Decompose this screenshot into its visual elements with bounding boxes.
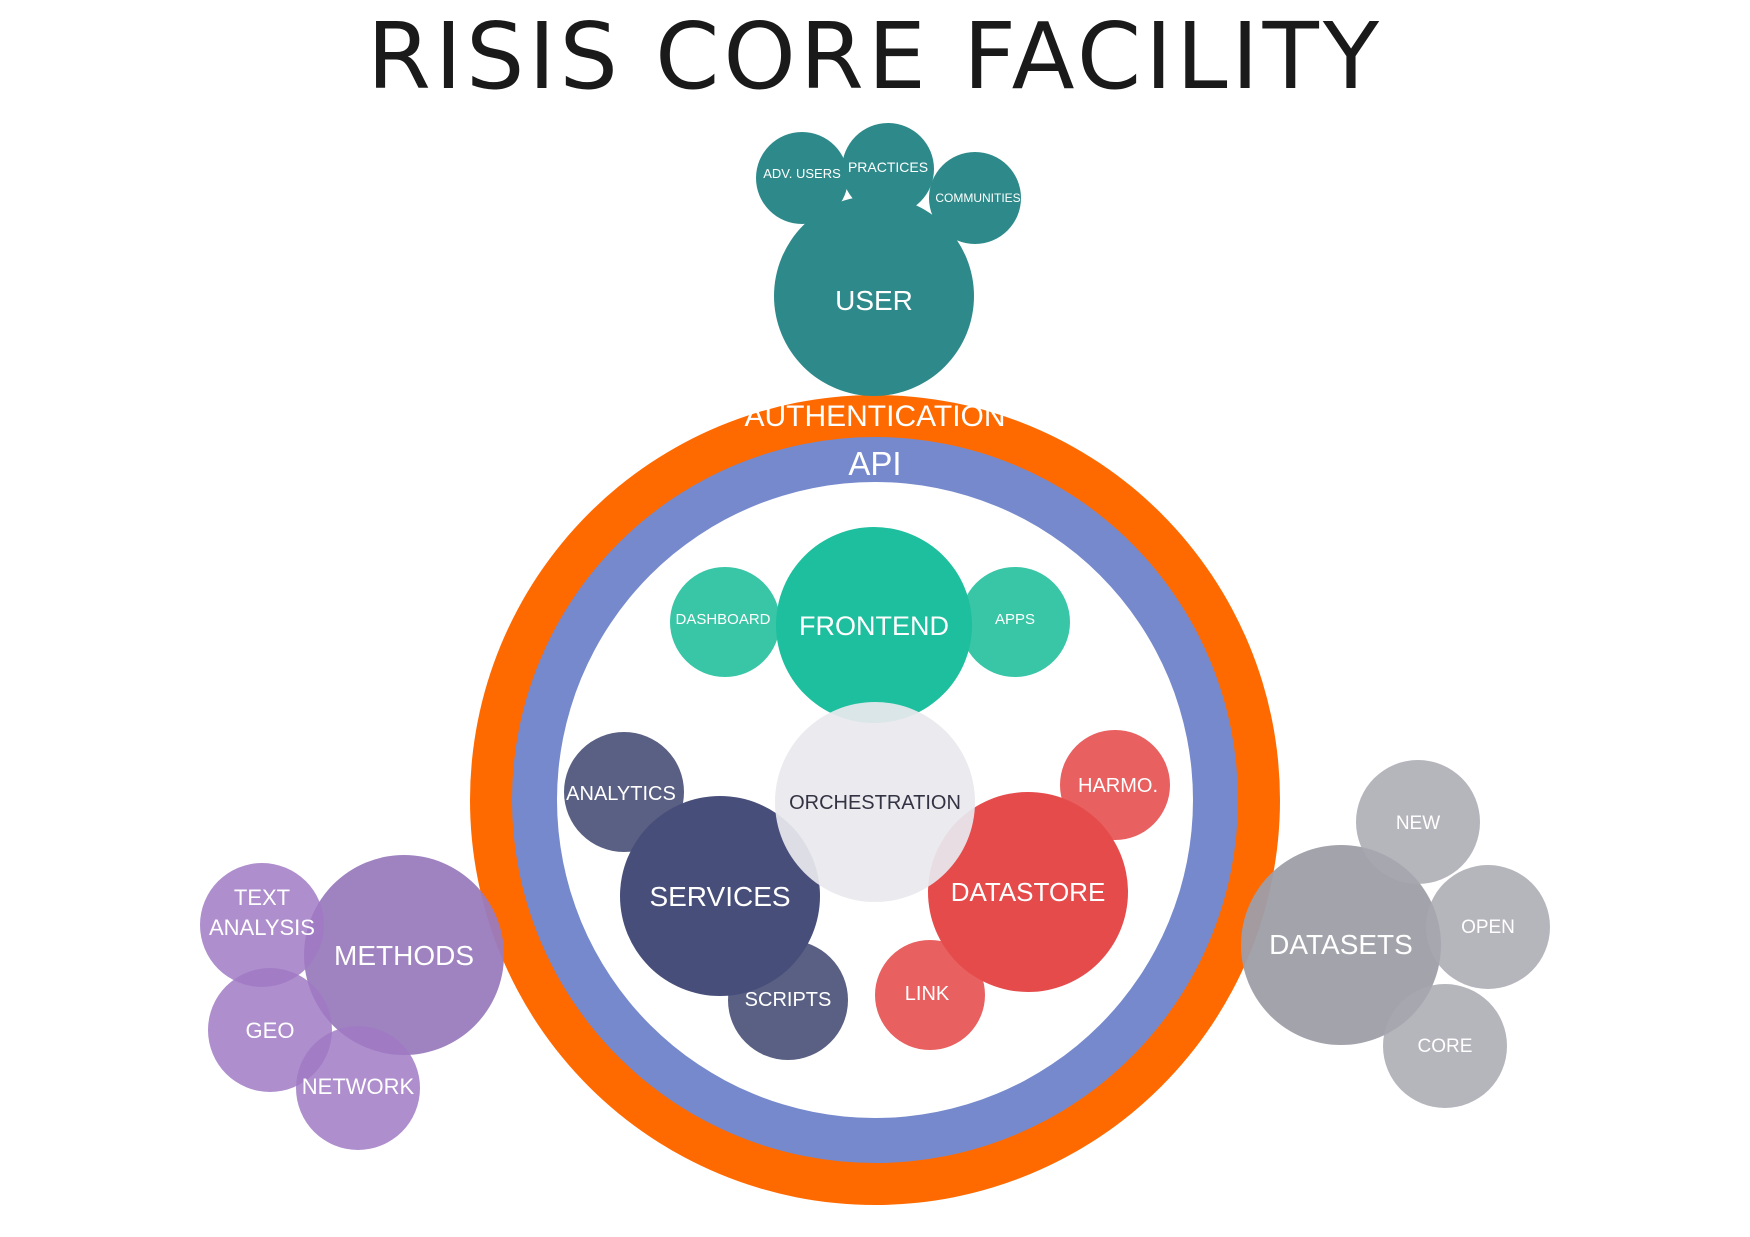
geo-label: GEO (246, 1018, 295, 1043)
link-label: LINK (905, 983, 950, 1005)
communities-label: COMMUNITIES (935, 191, 1020, 205)
scripts-label: SCRIPTS (745, 989, 832, 1011)
practices-bubble[interactable] (842, 123, 934, 215)
adv-users-label: ADV. USERS (763, 166, 841, 181)
frontend-label: FRONTEND (799, 611, 949, 641)
frontend-bubble[interactable] (776, 527, 972, 723)
new-label: NEW (1396, 813, 1440, 834)
services-cluster: ANALYTICS SCRIPTS SERVICES (564, 732, 848, 1060)
services-bubble[interactable] (620, 796, 820, 996)
frontend-cluster: DASHBOARD APPS FRONTEND (670, 527, 1070, 723)
orchestration-bubble[interactable] (775, 702, 975, 902)
practices-label: PRACTICES (848, 159, 928, 175)
geo-bubble[interactable] (208, 968, 332, 1092)
diagram-title: RISIS CORE FACILITY (367, 3, 1383, 110)
datastore-cluster: HARMO. LINK DATASTORE (875, 730, 1170, 1050)
methods-label: METHODS (334, 940, 474, 971)
core-bubble[interactable] (1383, 984, 1507, 1108)
analytics-label: ANALYTICS (566, 783, 676, 805)
datasets-bubble[interactable] (1241, 845, 1441, 1045)
network-label: NETWORK (302, 1074, 415, 1099)
user-bubble[interactable] (774, 196, 974, 396)
network-bubble[interactable] (296, 1026, 420, 1150)
services-label: SERVICES (649, 881, 790, 912)
datastore-bubble[interactable] (928, 792, 1128, 992)
apps-bubble[interactable] (960, 567, 1070, 677)
link-bubble[interactable] (875, 940, 985, 1050)
api-label: API (848, 445, 901, 482)
apps-label: APPS (995, 611, 1035, 628)
open-bubble[interactable] (1426, 865, 1550, 989)
methods-bubble[interactable] (304, 855, 504, 1055)
core-label: CORE (1418, 1036, 1473, 1057)
text-analysis-label-line1: TEXT (234, 885, 290, 910)
datastore-label: DATASTORE (951, 877, 1106, 907)
adv-users-bubble[interactable] (756, 132, 848, 224)
open-label: OPEN (1461, 917, 1515, 938)
communities-bubble[interactable] (929, 152, 1021, 244)
harmo-label: HARMO. (1078, 775, 1158, 797)
user-cluster: USER ADV. USERS PRACTICES COMMUNITIES (756, 123, 1021, 396)
text-analysis-bubble[interactable] (200, 863, 324, 987)
text-analysis-label-line2: ANALYSIS (209, 915, 315, 940)
dashboard-label: DASHBOARD (675, 611, 770, 628)
orchestration-label: ORCHESTRATION (789, 792, 961, 814)
datasets-label: DATASETS (1269, 929, 1413, 960)
user-label: USER (835, 285, 913, 316)
methods-cluster: TEXT ANALYSIS GEO NETWORK METHODS (200, 855, 504, 1150)
authentication-label: AUTHENTICATION (744, 400, 1005, 433)
datasets-cluster: NEW OPEN CORE DATASETS (1241, 760, 1550, 1108)
dashboard-bubble[interactable] (670, 567, 780, 677)
new-bubble[interactable] (1356, 760, 1480, 884)
